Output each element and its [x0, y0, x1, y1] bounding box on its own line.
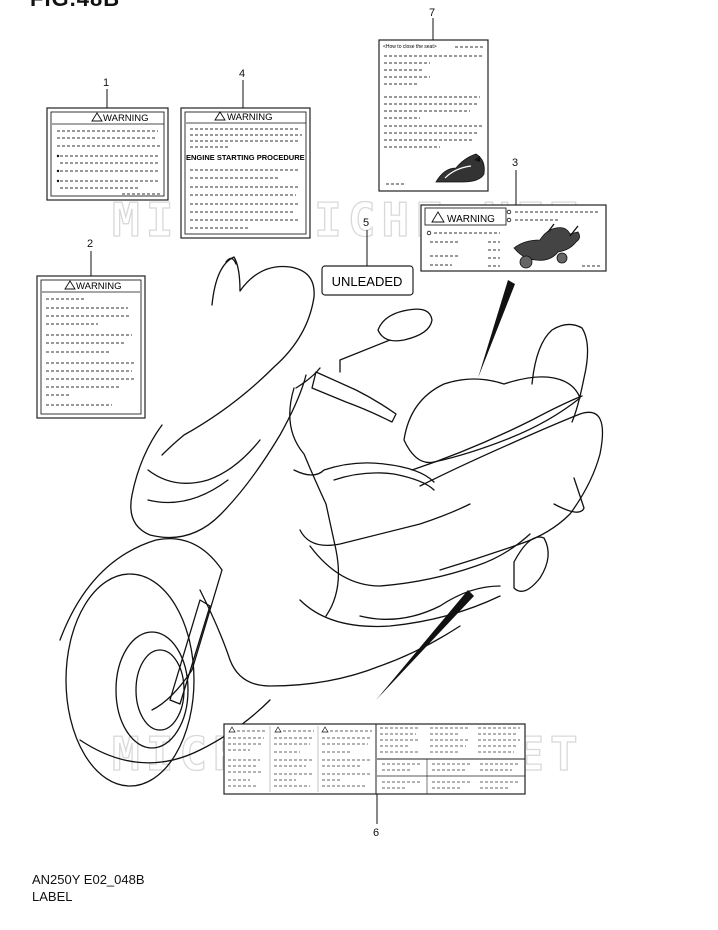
part-7-heading: <How to close the seat>: [383, 44, 437, 50]
label-part-2[interactable]: WARNING: [36, 275, 146, 419]
warning-triangle-icon: [321, 726, 329, 733]
callout-6: 6: [373, 827, 379, 839]
warning-triangle-icon: [214, 111, 226, 121]
callout-4: 4: [239, 68, 245, 80]
part-4-heading: WARNING: [227, 112, 273, 123]
callout-7: 7: [429, 7, 435, 19]
warning-triangle-icon: [431, 211, 445, 223]
label-part-1[interactable]: WARNING: [46, 107, 169, 201]
part-2-heading: WARNING: [76, 281, 122, 292]
pointer-wedge-upper: [478, 280, 515, 378]
figure-title: FIG.48B: [30, 0, 120, 12]
callout-2: 2: [87, 238, 93, 250]
warning-triangle-icon: [91, 112, 103, 122]
part-1-heading: WARNING: [103, 113, 149, 124]
label-part-5[interactable]: UNLEADED: [321, 265, 414, 296]
label-part-6[interactable]: [223, 723, 526, 795]
warning-triangle-icon: [274, 726, 282, 733]
scooter-illustration: [59, 256, 604, 787]
label-part-7[interactable]: <How to close the seat>: [378, 39, 489, 192]
callout-1: 1: [103, 77, 109, 89]
warning-triangle-icon: [228, 726, 236, 733]
section-label: LABEL: [32, 889, 73, 904]
seat-pictogram-icon: [435, 153, 485, 183]
part-3-heading: WARNING: [447, 214, 495, 225]
label-part-3[interactable]: WARNING: [420, 204, 607, 272]
callout-5: 5: [363, 217, 369, 229]
warning-triangle-icon: [64, 280, 76, 290]
pointer-wedge-lower: [376, 590, 474, 700]
callout-3: 3: [512, 157, 518, 169]
part-4-subheading: ENGINE STARTING PROCEDURE: [186, 153, 305, 162]
model-code: AN250Y E02_048B: [32, 872, 145, 887]
part-5-text: UNLEADED: [332, 274, 403, 289]
label-part-4[interactable]: WARNING ENGINE STARTING PROCEDURE: [180, 107, 311, 239]
scooter-pictogram-icon: [513, 223, 580, 269]
